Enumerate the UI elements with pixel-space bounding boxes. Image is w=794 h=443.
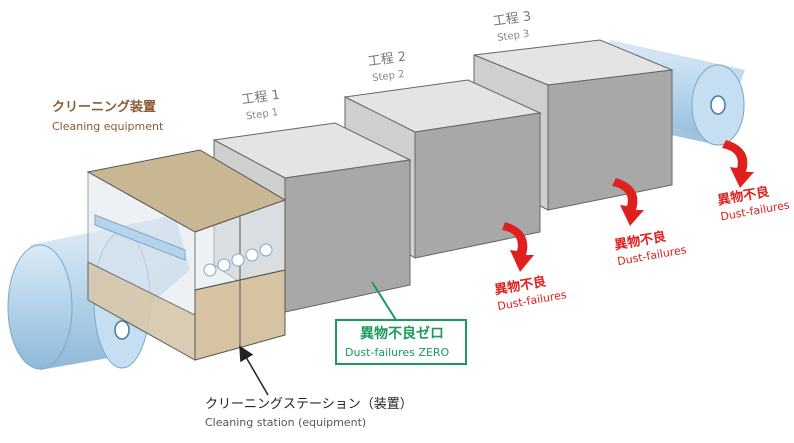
station-jp: クリーニングステーション（装置）	[205, 397, 413, 412]
zero-callout-en: Dust-failures ZERO	[345, 346, 450, 359]
zero-callout-jp: 異物不良ゼロ	[360, 325, 444, 342]
station-pointer-arrow	[239, 345, 269, 396]
failure-arrow-3	[722, 140, 754, 188]
step-3-en: Step 3	[497, 29, 531, 44]
cleaning-equipment-jp: クリーニング装置	[52, 99, 156, 115]
step-2-en: Step 2	[372, 69, 406, 84]
station-en: Cleaning station (equipment)	[205, 416, 366, 429]
failure-arrow-2	[612, 178, 644, 226]
step-3-jp: 工程 3	[492, 9, 532, 29]
zero-callout-pointer	[335, 281, 467, 365]
step-1-en: Step 1	[245, 107, 279, 122]
failure-arrow-1	[502, 222, 534, 272]
cleaning-station	[86, 149, 287, 361]
step-2-jp: 工程 2	[367, 50, 407, 70]
zero-callout-box	[335, 319, 467, 365]
step-1-jp: 工程 1	[241, 88, 281, 108]
cleaning-equipment-en: Cleaning equipment	[52, 120, 164, 133]
